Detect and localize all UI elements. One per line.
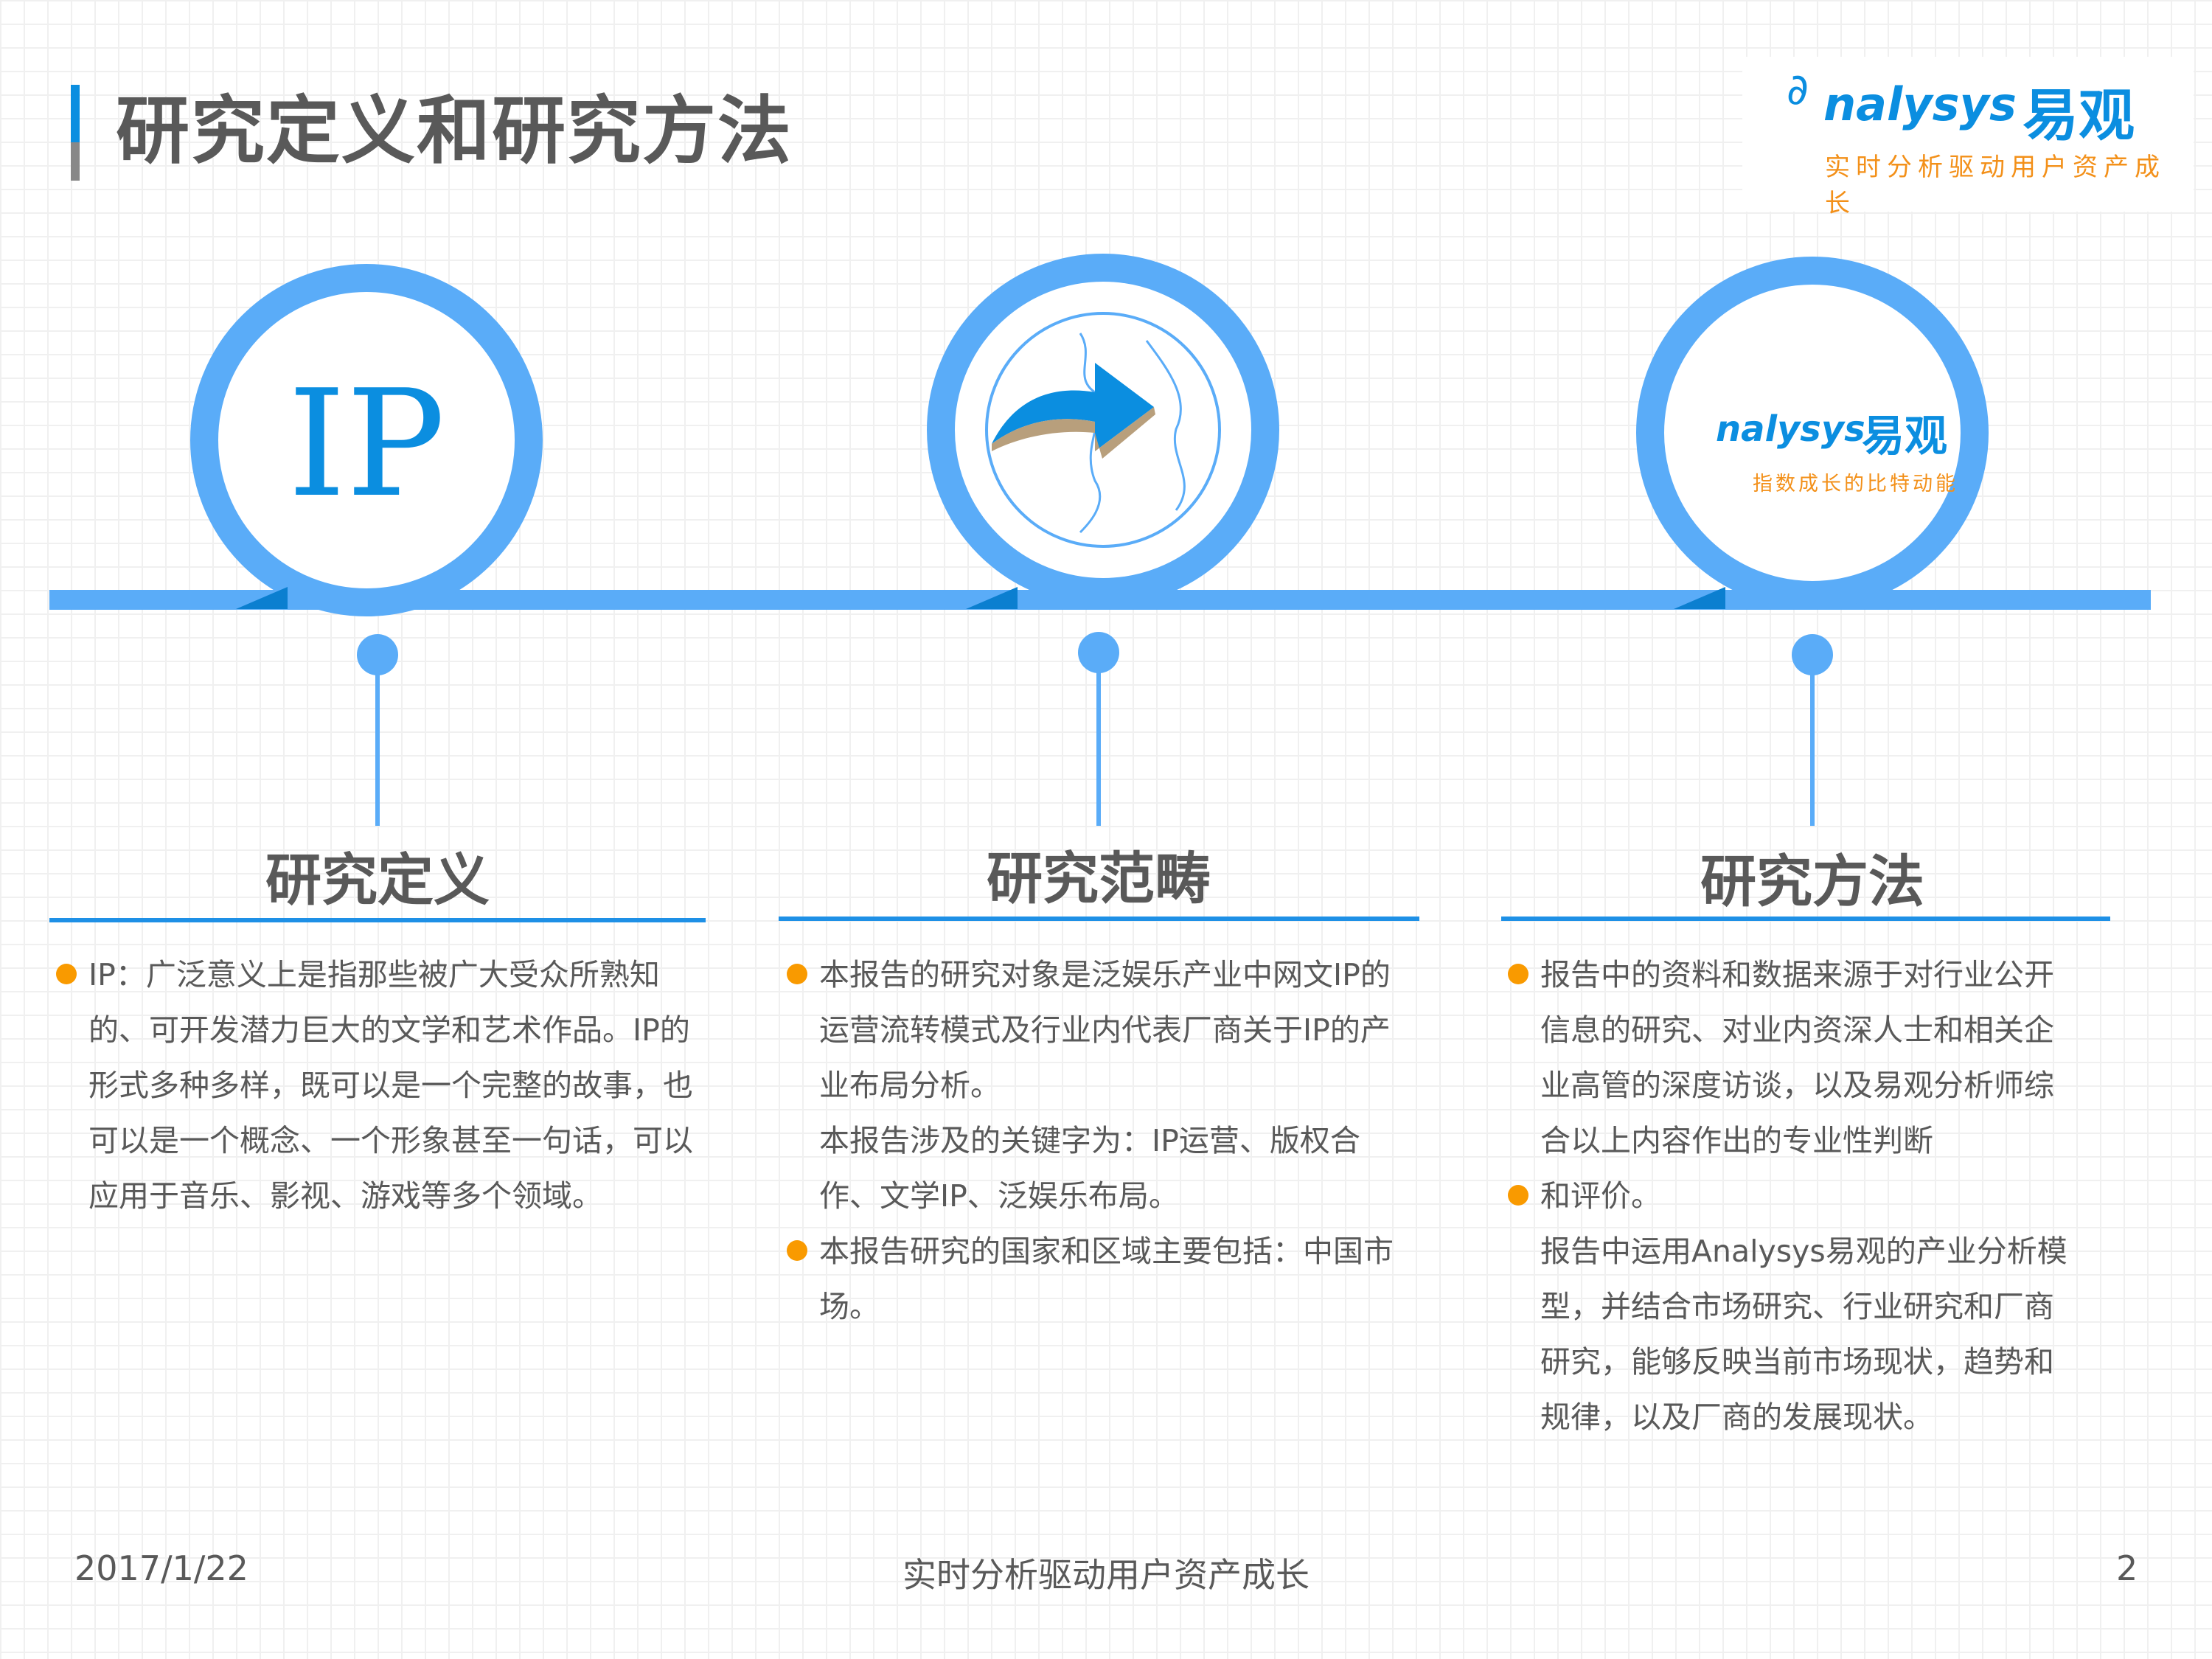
globe-circle [927, 254, 1279, 606]
logo-brand-en: nalysys [1823, 77, 2017, 131]
item-text: 和评价。 [1540, 1178, 1661, 1214]
title-accent-bar [71, 85, 80, 181]
item-text: 报告中的资料和数据来源于对行业公开信息的研究、对业内资深人士和相关企业高管的深度… [1540, 957, 2054, 1158]
bullet-icon [56, 964, 77, 984]
inner-logo-en: nalysys [1716, 408, 1865, 450]
method-text: 报告中的资料和数据来源于对行业公开信息的研究、对业内资深人士和相关企业高管的深度… [1508, 947, 2071, 1445]
circle-shadow [1674, 587, 1725, 609]
item-text: 本报告的研究对象是泛娱乐产业中网文IP的运营流转模式及行业内代表厂商关于IP的产… [819, 957, 1391, 1103]
list-item: 本报告的研究对象是泛娱乐产业中网文IP的运营流转模式及行业内代表厂商关于IP的产… [787, 947, 1402, 1113]
list-item: 本报告研究的国家和区域主要包括：中国市场。 [787, 1224, 1402, 1335]
heading-scope: 研究范畴 [987, 846, 1211, 911]
circle-shadow [966, 587, 1018, 609]
timeline-connector [375, 664, 380, 826]
page-title: 研究定义和研究方法 [116, 88, 793, 174]
timeline-connector [1096, 664, 1101, 826]
heading-method: 研究方法 [1700, 849, 1924, 914]
scope-text: 本报告的研究对象是泛娱乐产业中网文IP的运营流转模式及行业内代表厂商关于IP的产… [787, 947, 1402, 1335]
item-text: IP：广泛意义上是指那些被广大受众所熟知的、可开发潜力巨大的文学和艺术作品。IP… [88, 957, 693, 1214]
item-text: 本报告涉及的关键字为：IP运营、版权合作、文学IP、泛娱乐布局。 [819, 1123, 1360, 1214]
analysys-logo: ∂ nalysys 易观 实时分析驱动用户资产成长 [1742, 57, 2194, 218]
heading-definition: 研究定义 [265, 847, 490, 913]
definition-text: IP：广泛意义上是指那些被广大受众所熟知的、可开发潜力巨大的文学和艺术作品。IP… [56, 947, 693, 1224]
logo-slogan: 实时分析驱动用户资产成长 [1825, 153, 2166, 218]
ip-label: IP [288, 358, 445, 530]
list-item: 本报告涉及的关键字为：IP运营、版权合作、文学IP、泛娱乐布局。 [819, 1113, 1402, 1224]
logo-brand-cn: 易观 [2023, 83, 2135, 148]
inner-logo-slogan: 指数成长的比特动能 [1753, 473, 1958, 495]
list-item: IP：广泛意义上是指那些被广大受众所熟知的、可开发潜力巨大的文学和艺术作品。IP… [56, 947, 693, 1224]
heading-underline [1501, 917, 2110, 921]
inner-logo-cn: 易观 [1862, 411, 1948, 461]
globe-arrow-icon [985, 312, 1221, 548]
logo-circle: nalysys 易观 指数成长的比特动能 [1636, 257, 1989, 609]
list-item: 报告中的资料和数据来源于对行业公开信息的研究、对业内资深人士和相关企业高管的深度… [1508, 947, 2071, 1169]
heading-underline [779, 917, 1419, 921]
item-text: 本报告研究的国家和区域主要包括：中国市场。 [819, 1234, 1394, 1324]
bullet-icon [787, 964, 807, 984]
bullet-icon [787, 1240, 807, 1261]
bullet-icon [1508, 1185, 1528, 1206]
page-number: 2 [2116, 1548, 2138, 1588]
item-text: 报告中运用Analysys易观的产业分析模型，并结合市场研究、行业研究和厂商研究… [1540, 1234, 2067, 1435]
logo-swoosh-icon: ∂ [1787, 64, 1809, 114]
ip-circle: IP [190, 264, 543, 616]
timeline-connector [1810, 664, 1815, 826]
footer-date: 2017/1/22 [74, 1548, 248, 1588]
list-item: 报告中运用Analysys易观的产业分析模型，并结合市场研究、行业研究和厂商研究… [1540, 1224, 2071, 1445]
heading-underline [49, 918, 706, 922]
list-item: 和评价。 [1508, 1169, 2071, 1224]
circle-shadow [236, 587, 288, 609]
footer-slogan: 实时分析驱动用户资产成长 [902, 1555, 1310, 1595]
bullet-icon [1508, 964, 1528, 984]
